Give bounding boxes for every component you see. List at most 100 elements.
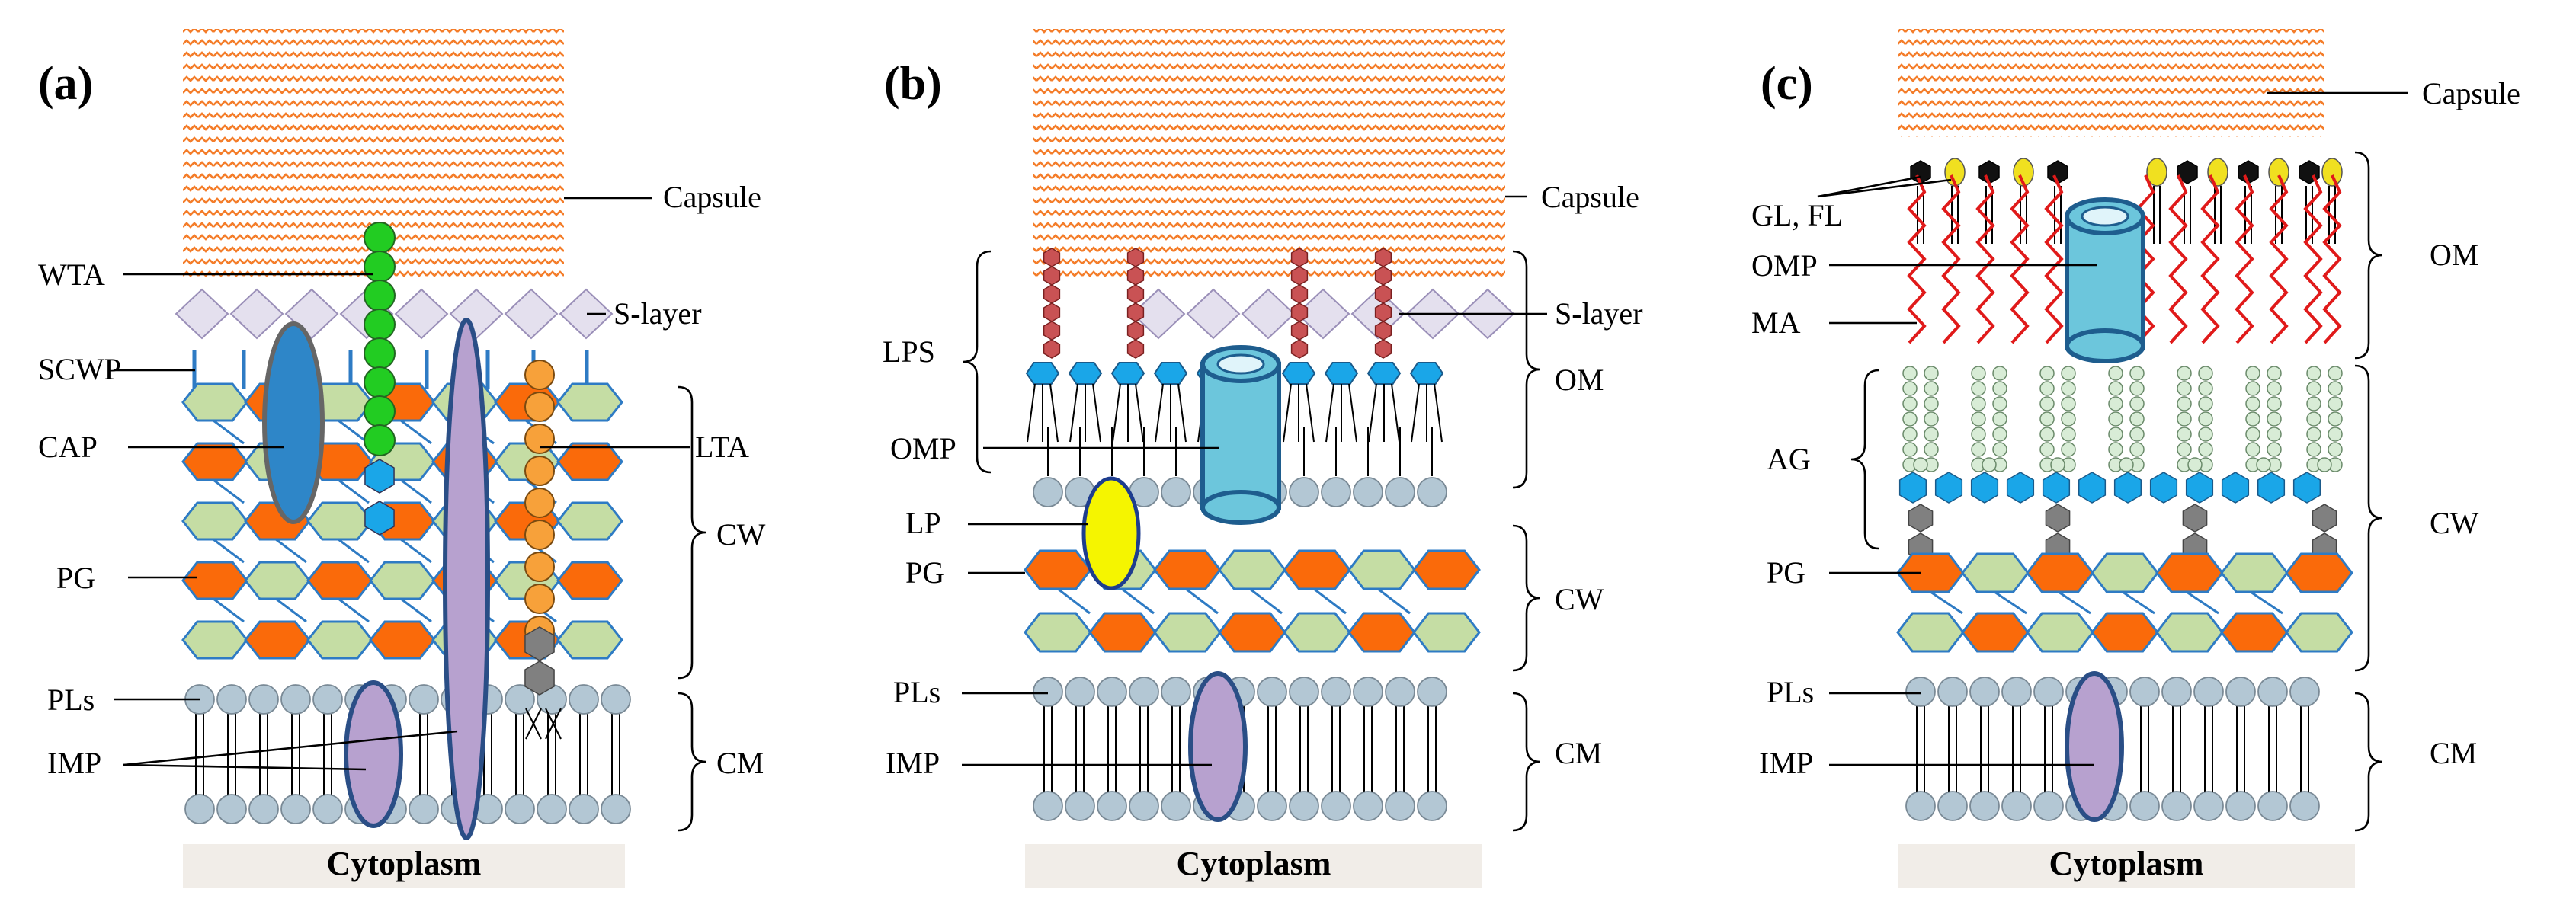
wta-bead [364,222,396,254]
om-lipid-head [1321,477,1351,507]
ag-bead [2328,442,2343,457]
lps-o-antigen [1374,266,1392,286]
lps-o-antigen [1126,321,1145,341]
imp-protein [1188,671,1248,822]
lipid-head [2161,677,2192,707]
linker-unit [2182,504,2208,533]
lipid-head [2161,791,2192,821]
s-layer-unit [394,288,449,340]
ag-bead [1902,442,1918,457]
cw-label: CW [716,517,766,552]
ma-label: MA [1751,305,1801,340]
peptidoglycan-unit [2220,552,2289,593]
s-layer-label: S-layer [1555,296,1643,331]
lipid-head [2289,791,2320,821]
lps-o-antigen [1126,248,1145,267]
ag-bead [2108,442,2123,457]
lipid-a-unit [1025,362,1060,385]
ag-bead [2328,411,2343,427]
peptide-crosslink [1930,590,1963,615]
lipid-a-tail [1135,383,1144,443]
peptidoglycan-unit [306,501,373,541]
lta-bead [524,424,555,454]
lps-o-antigen [1290,248,1309,267]
imp-leader [123,730,458,766]
s-layer-unit [504,288,559,340]
lipid-head [1033,791,1063,821]
peptidoglycan-unit [1347,549,1416,590]
peptidoglycan-unit [1347,612,1416,653]
peptide-crosslink [2250,590,2283,615]
lipid-head [2257,677,2288,707]
lps-o-antigen [1374,302,1392,322]
om-label: OM [1555,363,1604,397]
omp-barrel [1200,362,1281,510]
arabinogalactan-base [1934,472,1963,504]
peptide-crosslink [213,478,245,504]
ag-bead [1971,396,1986,411]
ag-bead [2198,381,2213,396]
lps-o-antigen [1043,266,1061,286]
lipid-head [2001,791,2032,821]
ag-bead [2306,411,2321,427]
peptide-crosslink [338,478,370,504]
omp-bottom [1200,490,1281,525]
peptidoglycan-unit [556,382,623,422]
peptidoglycan-unit [1153,612,1222,653]
lipid-head [409,684,439,715]
mycolic-acid [2010,174,2030,344]
ag-bead [2108,366,2123,381]
ag-bead [2061,442,2076,457]
s-layer-unit [175,288,229,340]
mycolic-acid [1975,174,1995,344]
lipid-head [1129,791,1159,821]
lipid-head [280,794,311,824]
peptidoglycan-unit [2285,612,2353,653]
arabinogalactan-base [2006,472,2035,504]
lipid-head [2129,677,2160,707]
wta-bead [364,366,396,398]
ag-bead [2245,427,2260,442]
omp-label: OMP [1751,248,1818,283]
glfl-leader [1817,175,1921,198]
om-lipid-head [1353,477,1383,507]
peptide-crosslink [338,597,370,623]
peptidoglycan-unit [556,442,623,481]
lta-bead [524,456,555,486]
ag-bead [2267,381,2282,396]
lipid-a-tail [1177,383,1187,443]
ag-bead [1924,396,1939,411]
pg-label: PG [905,555,944,590]
peptidoglycan-unit [1412,549,1481,590]
peptidoglycan-unit [369,620,436,660]
cw-brace [2354,364,2383,672]
om-brace [2354,151,2383,360]
peptidoglycan-unit [1896,612,1965,653]
lipid-head [1033,677,1063,707]
linker-unit [1908,504,1934,533]
lipid-a-tail [1348,383,1357,443]
cw-label: CW [2430,506,2479,540]
lipid-head [1289,791,1319,821]
ag-bead [2256,457,2271,472]
lta-bead [524,552,555,582]
ag-bead [2245,381,2260,396]
lta-label: LTA [695,430,749,464]
lipid-a-tail [1391,383,1400,443]
lipid-head [1257,677,1287,707]
mycolic-acid [2168,174,2188,344]
lta-bead [524,520,555,550]
lta-lipid [545,708,562,740]
peptidoglycan-unit [306,620,373,660]
mycolic-acid [1907,174,1927,344]
ag-bead [1924,366,1939,381]
lipid-head [248,684,279,715]
peptidoglycan-unit [1412,612,1481,653]
om-lipid-head [1161,477,1191,507]
lipid-head [1937,791,1968,821]
imp-protein [344,680,403,828]
cm-label: CM [2430,736,2477,770]
ag-bead [2306,396,2321,411]
ag-bead [2306,442,2321,457]
imp-label: IMP [886,746,940,780]
